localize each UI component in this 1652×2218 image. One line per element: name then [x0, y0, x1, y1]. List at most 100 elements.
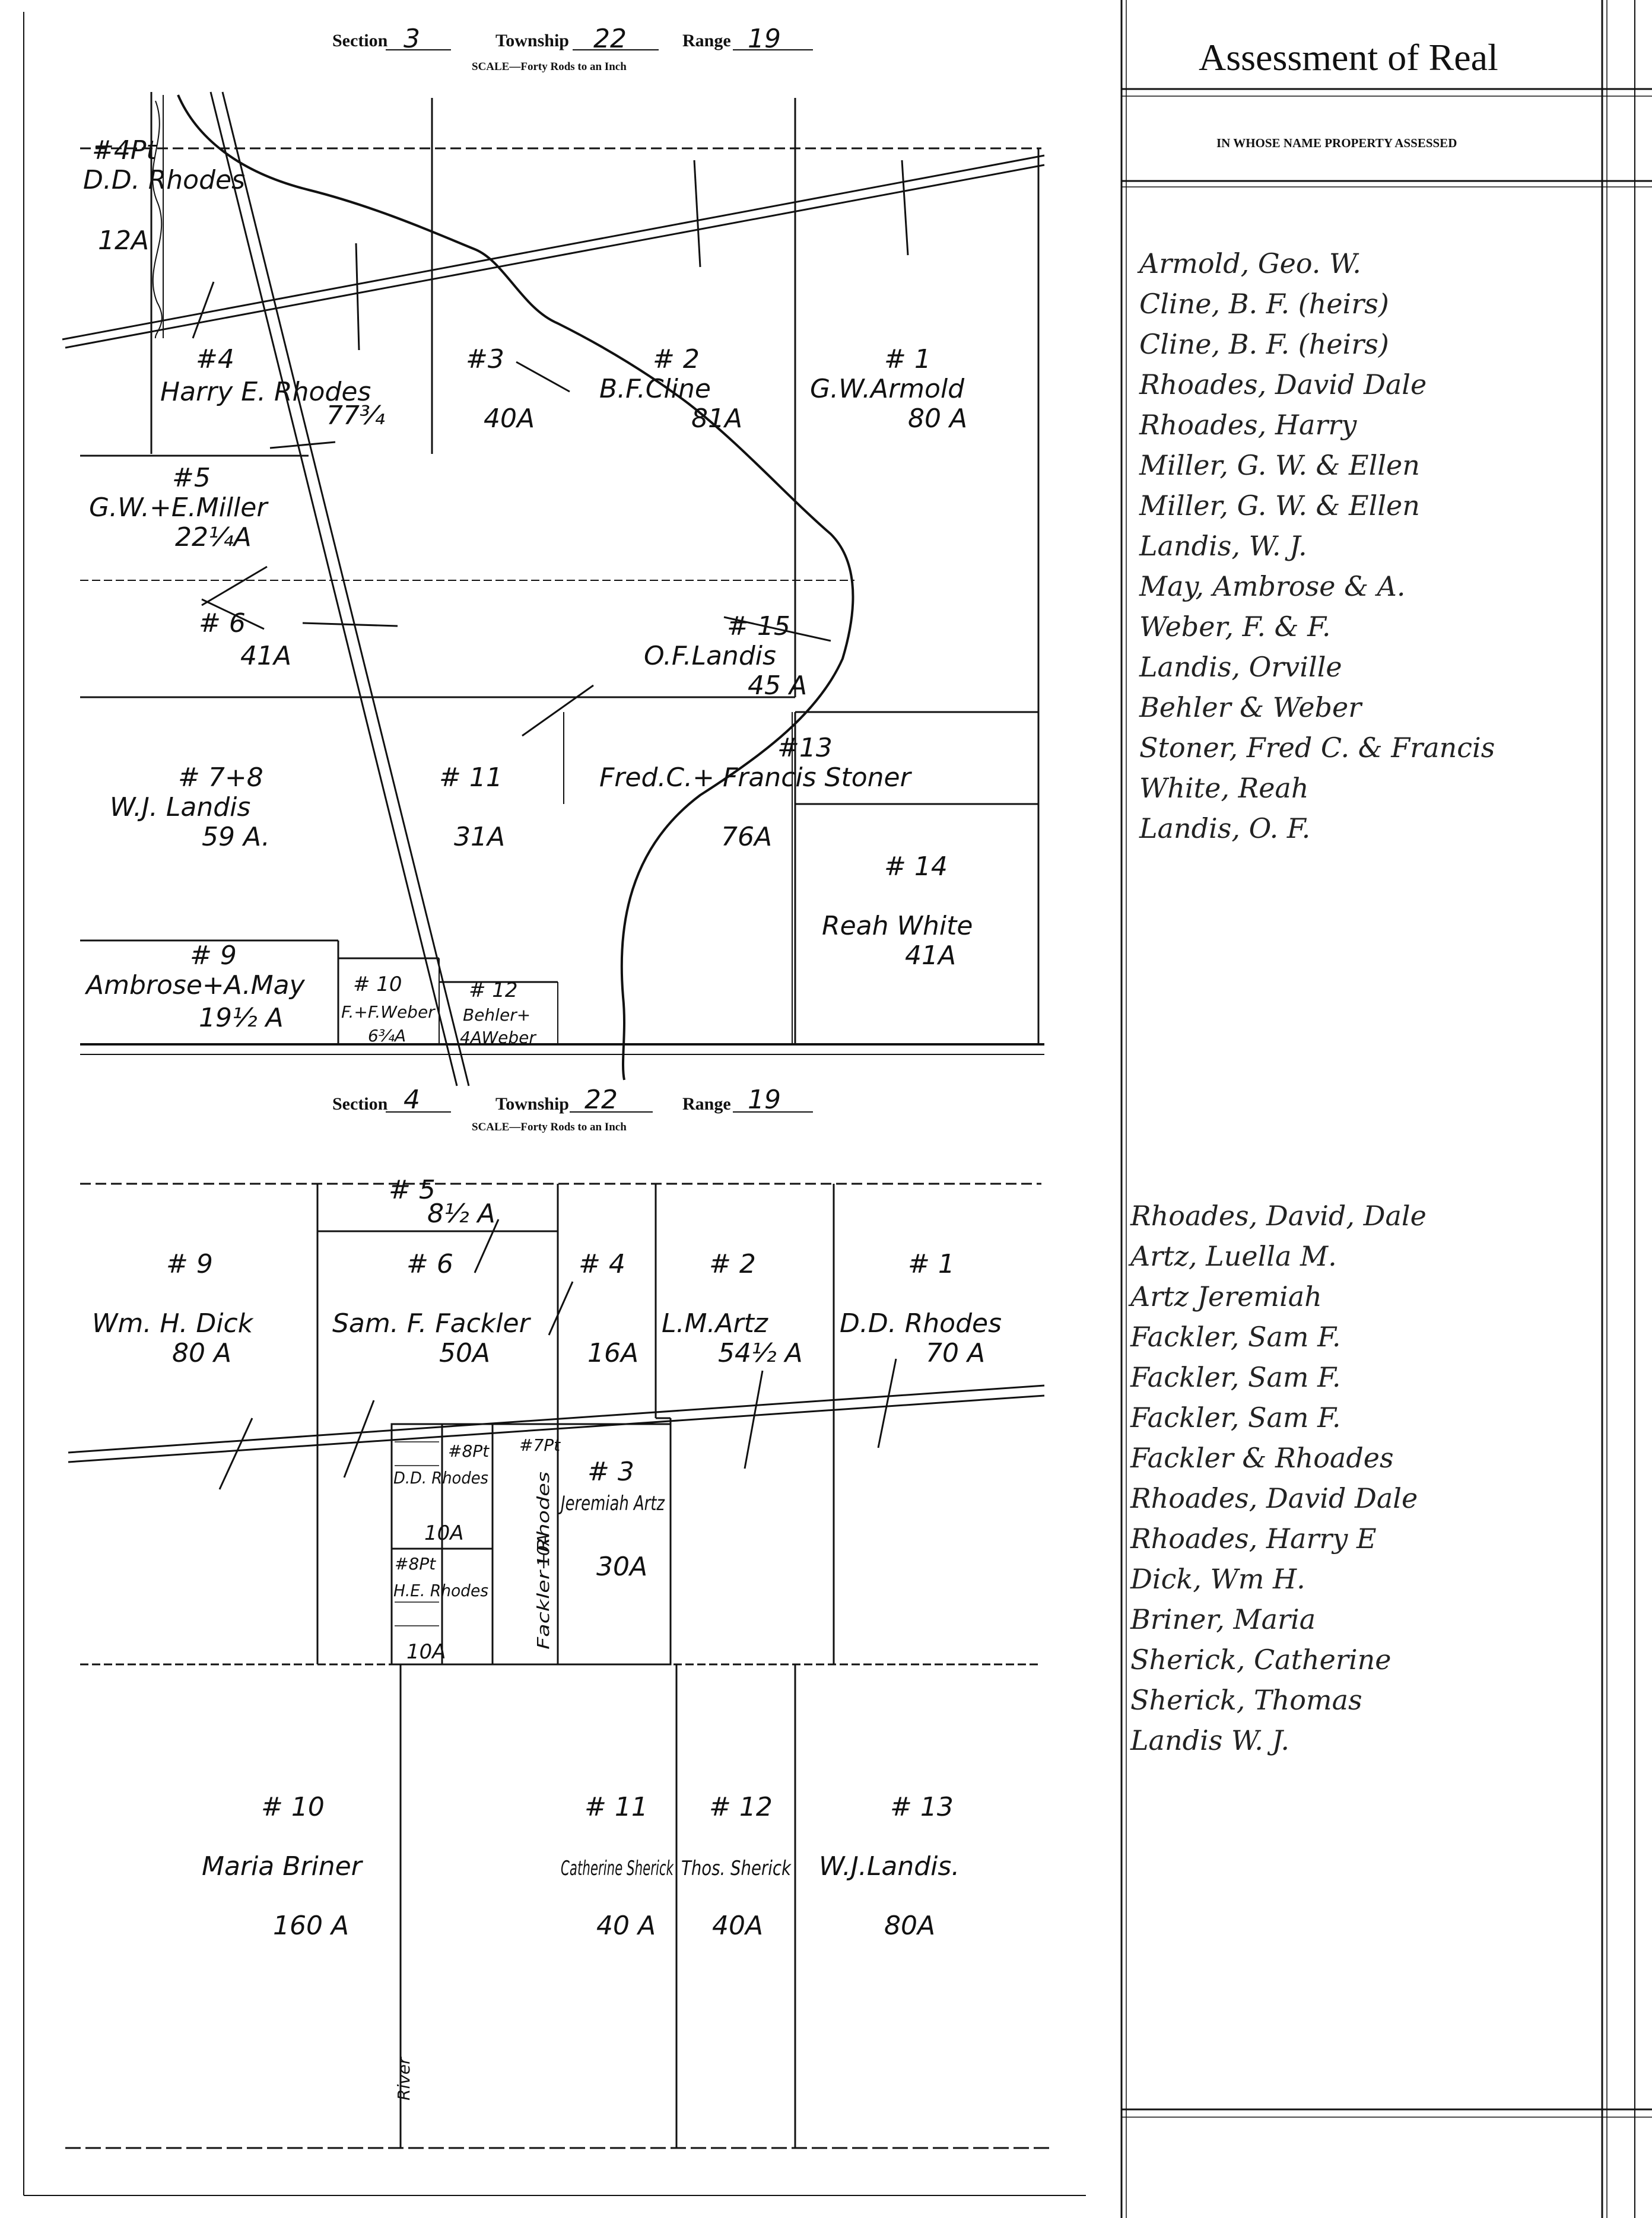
township-label: Township — [495, 1094, 569, 1114]
svg-text:# 3: # 3 — [587, 1457, 634, 1487]
parcel-9: # 9 Ambrose+A.May 19½ A — [84, 940, 306, 1033]
svg-text:# 15: # 15 — [727, 611, 790, 641]
svg-text:# 7+8: # 7+8 — [178, 762, 263, 793]
svg-text:Jeremiah Artz: Jeremiah Artz — [558, 1492, 665, 1515]
svg-text:40A: 40A — [484, 403, 535, 434]
upper-map — [62, 91, 1045, 1086]
svg-text:Reah White: Reah White — [822, 911, 973, 941]
range-value: 19 — [748, 1085, 781, 1115]
ledger-entry: Behler & Weber — [1139, 691, 1363, 723]
svg-text:# 5: # 5 — [389, 1175, 436, 1205]
ledger-entry: Landis, O. F. — [1139, 812, 1310, 844]
parcel-s4-5: # 5 8½ A — [389, 1175, 495, 1229]
parcel-5: #5 G.W.+E.Miller 22¼A — [89, 463, 269, 552]
ledger-entry: Dick, Wm H. — [1130, 1563, 1305, 1595]
svg-text:12A: 12A — [98, 225, 149, 256]
svg-text:59 A.: 59 A. — [202, 822, 270, 852]
parcel-10: # 10 F.+F.Weber 6¾A — [341, 973, 436, 1046]
svg-text:Sam. F. Fackler: Sam. F. Fackler — [332, 1308, 532, 1339]
parcel-s4-7pt: #7Pt Fackler+Rhodes 10A — [519, 1435, 561, 1650]
svg-text:54½ A: 54½ A — [718, 1338, 803, 1368]
svg-text:19½ A: 19½ A — [199, 1003, 284, 1033]
svg-text:W.J. Landis: W.J. Landis — [110, 792, 250, 822]
upper-parcel-labels: #4Pt D.D. Rhodes 12A #4 Harry E. Rhodes … — [83, 135, 973, 1047]
ledger-entry: Fackler & Rhoades — [1130, 1442, 1394, 1474]
svg-text:70 A: 70 A — [926, 1338, 985, 1368]
parcel-1: # 1 G.W.Armold 80 A — [810, 344, 967, 434]
svg-text:10A: 10A — [406, 1640, 446, 1664]
svg-text:# 6: # 6 — [199, 608, 246, 638]
svg-text:# 1: # 1 — [884, 344, 931, 374]
lower-map-header: Section 4 Township 22 Range 19 SCALE—For… — [332, 1085, 813, 1133]
ledger-entry: Rhoades, David Dale — [1130, 1482, 1418, 1514]
svg-text:# 13: # 13 — [890, 1792, 954, 1822]
ledger-entry: Rhoades, Harry E — [1130, 1523, 1377, 1555]
svg-text:# 12: # 12 — [469, 978, 518, 1002]
svg-text:D.D. Rhodes: D.D. Rhodes — [393, 1468, 488, 1488]
ledger-entry: Landis, Orville — [1139, 651, 1342, 683]
parcel-s4-8pt-b: #8Pt H.E. Rhodes 10A — [393, 1554, 488, 1664]
svg-text:D.D. Rhodes: D.D. Rhodes — [83, 165, 245, 195]
svg-text:F.+F.Weber: F.+F.Weber — [341, 1002, 436, 1022]
parcel-s4-6: # 6 Sam. F. Fackler 50A — [332, 1249, 532, 1368]
upper-map-header: Section 3 Township 22 Range 19 SCALE—For… — [332, 24, 813, 73]
svg-text:Ambrose+A.May: Ambrose+A.May — [84, 970, 306, 1000]
ledger-entry: Miller, G. W. & Ellen — [1139, 449, 1420, 481]
svg-text:# 6: # 6 — [406, 1249, 453, 1279]
parcel-s4-10: # 10 Maria Briner 160 A — [202, 1792, 364, 1941]
svg-text:80A: 80A — [884, 1911, 935, 1941]
svg-text:# 9: # 9 — [190, 940, 237, 971]
svg-text:Fred.C.+ Francis Stoner: Fred.C.+ Francis Stoner — [599, 762, 913, 793]
svg-text:B.F.Cline: B.F.Cline — [599, 374, 711, 404]
parcel-s4-4: # 4 16A — [579, 1249, 638, 1368]
svg-text:160 A: 160 A — [273, 1911, 349, 1941]
svg-text:4AWeber: 4AWeber — [460, 1028, 536, 1047]
ledger-names-section-3: Armold, Geo. W. Cline, B. F. (heirs) Cli… — [1137, 247, 1495, 844]
svg-text:#8Pt: #8Pt — [395, 1554, 436, 1574]
svg-text:#3: #3 — [466, 344, 504, 374]
svg-text:Fackler+Rhodes: Fackler+Rhodes — [533, 1472, 553, 1650]
svg-text:G.W.Armold: G.W.Armold — [810, 374, 965, 404]
svg-text:Wm. H. Dick: Wm. H. Dick — [92, 1308, 254, 1339]
svg-text:22¼A: 22¼A — [175, 522, 252, 552]
section-label: Section — [332, 31, 388, 50]
ledger-entry: Fackler, Sam F. — [1130, 1361, 1341, 1393]
ledger-entry: Rhoades, Harry — [1139, 409, 1357, 441]
svg-text:O.F.Landis: O.F.Landis — [644, 641, 776, 671]
svg-text:10A: 10A — [533, 1534, 553, 1566]
svg-text:# 10: # 10 — [261, 1792, 325, 1822]
ledger-entry: Artz, Luella M. — [1128, 1240, 1337, 1272]
parcel-2: # 2 B.F.Cline 81A — [599, 344, 742, 434]
section-value: 3 — [404, 24, 420, 54]
parcel-s4-1: # 1 D.D. Rhodes 70 A — [840, 1249, 1002, 1368]
parcel-13: #13 Fred.C.+ Francis Stoner 76A — [599, 733, 913, 852]
parcel-12: # 12 Behler+ 4AWeber — [460, 978, 536, 1047]
svg-text:# 10: # 10 — [353, 973, 402, 996]
svg-text:#5: #5 — [172, 463, 211, 493]
svg-text:Maria Briner: Maria Briner — [202, 1851, 364, 1882]
ledger-entry: Cline, B. F. (heirs) — [1139, 328, 1389, 360]
section-label: Section — [332, 1094, 388, 1114]
lower-parcel-labels: # 5 8½ A # 9 Wm. H. Dick 80 A # 6 Sam. F… — [92, 1175, 1002, 2101]
range-label: Range — [682, 31, 731, 50]
ledger-title: Assessment of Real — [1199, 36, 1498, 78]
svg-text:16A: 16A — [587, 1338, 638, 1368]
svg-text:# 14: # 14 — [884, 851, 948, 882]
range-value: 19 — [748, 24, 781, 54]
svg-text:#13: #13 — [777, 733, 833, 763]
parcel-s4-13: # 13 W.J.Landis. 80A — [819, 1792, 960, 1941]
svg-text:40 A: 40 A — [596, 1911, 656, 1941]
svg-text:# 9: # 9 — [166, 1249, 213, 1279]
township-label: Township — [495, 31, 569, 50]
parcel-7-8: # 7+8 W.J. Landis 59 A. — [110, 762, 270, 852]
svg-text:# 4: # 4 — [579, 1249, 625, 1279]
lower-map — [65, 1183, 1050, 2149]
svg-text:80 A: 80 A — [172, 1338, 231, 1368]
svg-text:# 12: # 12 — [709, 1792, 773, 1822]
ledger-column-header: IN WHOSE NAME PROPERTY ASSESSED — [1216, 136, 1457, 150]
range-label: Range — [682, 1094, 731, 1114]
parcel-s4-8pt-a: #8Pt D.D. Rhodes 10A — [393, 1441, 490, 1545]
svg-text:Harry E. Rhodes: Harry E. Rhodes — [160, 377, 371, 407]
ledger-entry: Sherick, Catherine — [1130, 1644, 1391, 1676]
